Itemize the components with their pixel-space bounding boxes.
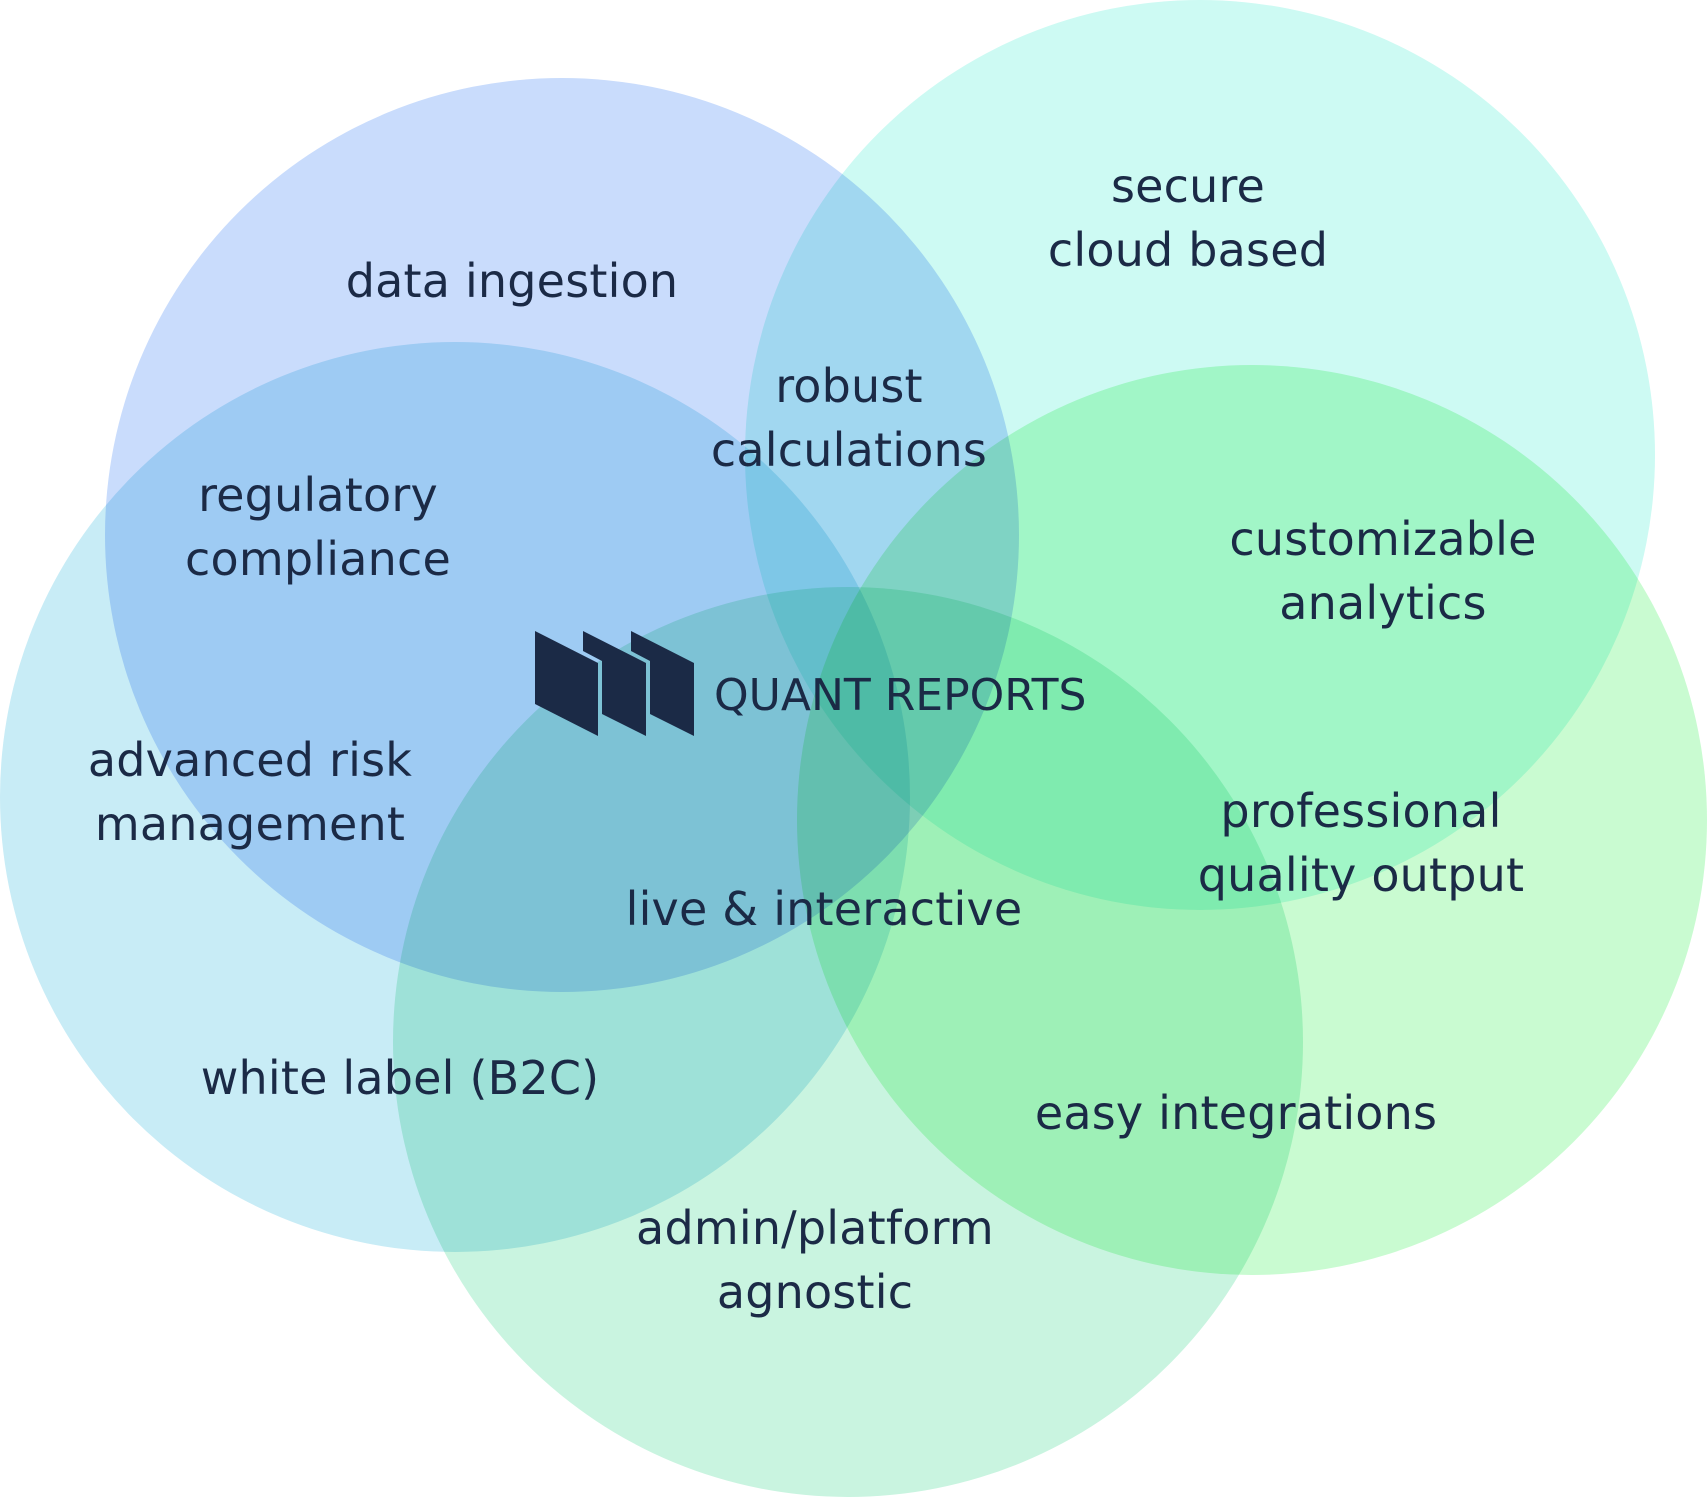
label-admin-platform-agnostic: admin/platform agnostic xyxy=(636,1201,994,1319)
logo-panel-2 xyxy=(583,631,646,736)
label-robust-calculations: robust calculations xyxy=(710,359,988,477)
brand-name: QUANT REPORTS xyxy=(714,670,1087,721)
label-data-ingestion: data ingestion xyxy=(345,254,679,308)
logo-panel-3 xyxy=(631,631,694,736)
label-professional-quality-output: professional quality output xyxy=(1197,784,1525,902)
label-advanced-risk-management: advanced risk management xyxy=(87,733,413,851)
label-white-label: white label (B2C) xyxy=(200,1051,600,1105)
label-live-interactive: live & interactive xyxy=(625,882,1023,936)
label-regulatory-compliance: regulatory compliance xyxy=(185,468,451,586)
label-easy-integrations: easy integrations xyxy=(1034,1086,1438,1140)
logo-panel-1 xyxy=(535,631,598,736)
circle-bottom xyxy=(393,587,1303,1497)
label-secure-cloud-based: secure cloud based xyxy=(1047,159,1329,277)
label-customizable-analytics: customizable analytics xyxy=(1229,512,1537,630)
quant-reports-logo-icon xyxy=(535,631,694,736)
